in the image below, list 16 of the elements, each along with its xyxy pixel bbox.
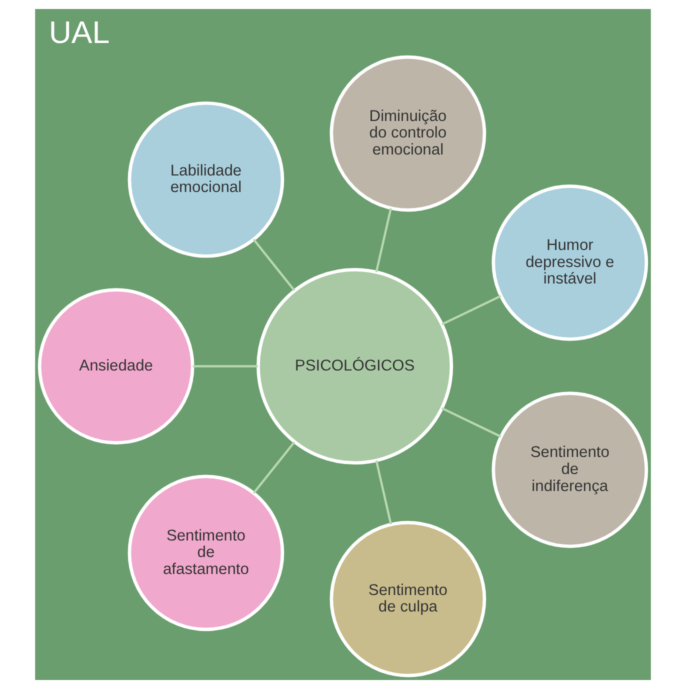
node-circle: Humor depressivo e instável	[491, 184, 648, 340]
connector	[252, 441, 295, 494]
node-circle: Ansiedade	[37, 288, 194, 444]
diagram-title: UAL	[48, 14, 110, 50]
node-circle: Sentimento de indiferença	[491, 391, 648, 548]
node-circle: Labilidade emocional	[127, 100, 284, 258]
connector	[441, 294, 501, 325]
node-circle: Sentimento de afastamento	[127, 474, 284, 631]
connector	[374, 460, 392, 524]
node-circle: Diminuição do controlo emocional	[329, 54, 486, 212]
connector	[374, 208, 392, 272]
connector	[441, 406, 501, 438]
node-circle: PSICOLÓGICOS	[256, 267, 453, 464]
node-circle: Sentimento de culpa	[329, 520, 486, 677]
connector	[192, 364, 258, 367]
connector	[252, 238, 295, 291]
